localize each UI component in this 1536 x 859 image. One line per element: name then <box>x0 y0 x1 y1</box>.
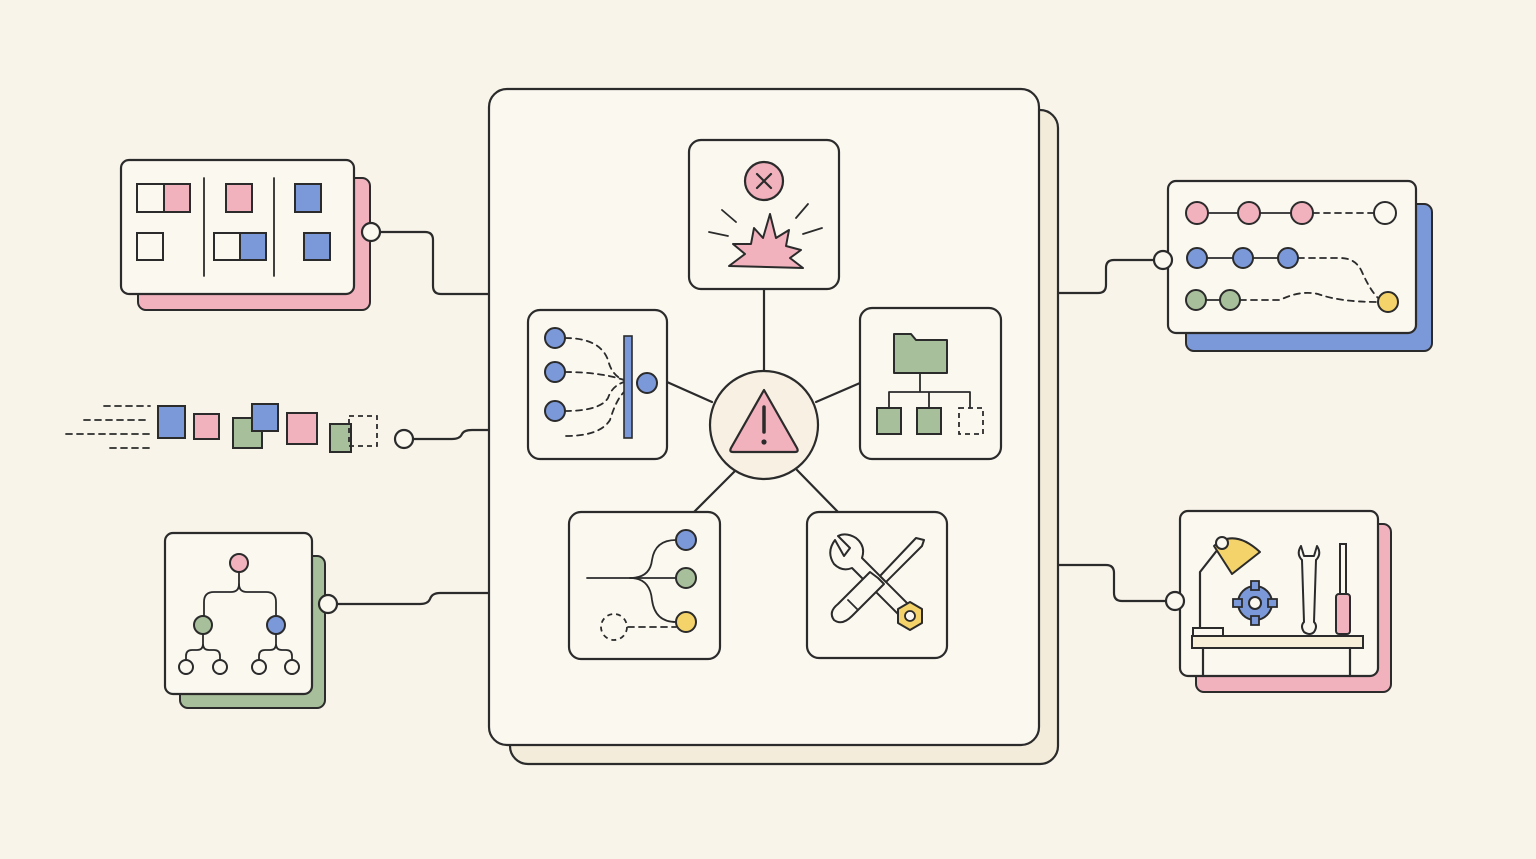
moving-blocks-icon <box>65 403 378 453</box>
connector-bottom-right <box>1056 563 1176 603</box>
funnel-merge-icon <box>544 327 658 439</box>
wrench-screwdriver-icon <box>829 533 925 631</box>
binary-tree-port <box>317 593 339 615</box>
connector-mid-left <box>402 428 492 441</box>
workbench-card[interactable] <box>1164 509 1392 693</box>
wrench-screwdriver-card[interactable] <box>805 510 949 660</box>
gear-icon <box>1232 580 1278 626</box>
connector-bottom-left <box>326 591 492 606</box>
kanban-port <box>360 221 382 243</box>
pipeline-timeline-icon <box>1185 201 1399 313</box>
pipeline-port <box>1152 249 1174 271</box>
hub-spokes <box>665 287 862 514</box>
branch-split-card[interactable] <box>567 510 722 661</box>
workbench-tools-icon <box>1191 536 1364 678</box>
kanban-board-card[interactable] <box>119 158 382 311</box>
error-burst-icon <box>708 160 823 269</box>
error-burst-card[interactable] <box>687 138 841 291</box>
branch-split-icon <box>586 529 697 641</box>
workbench-port <box>1164 590 1186 612</box>
warning-triangle-icon <box>729 388 799 454</box>
connector-top-right <box>1056 258 1164 295</box>
warning-hub[interactable] <box>708 369 820 481</box>
connectors <box>326 230 1176 606</box>
folder-tree-card[interactable] <box>858 306 1003 461</box>
kanban-board-icon <box>136 177 331 277</box>
pipeline-timeline-card[interactable] <box>1152 179 1433 352</box>
binary-tree-icon <box>178 553 300 675</box>
binary-tree-card[interactable] <box>163 531 339 709</box>
connector-top-left <box>370 230 492 296</box>
moving-blocks-port <box>393 428 415 450</box>
moving-blocks-group[interactable] <box>65 403 415 453</box>
folder-tree-icon <box>876 333 984 435</box>
funnel-merge-card[interactable] <box>526 308 669 461</box>
